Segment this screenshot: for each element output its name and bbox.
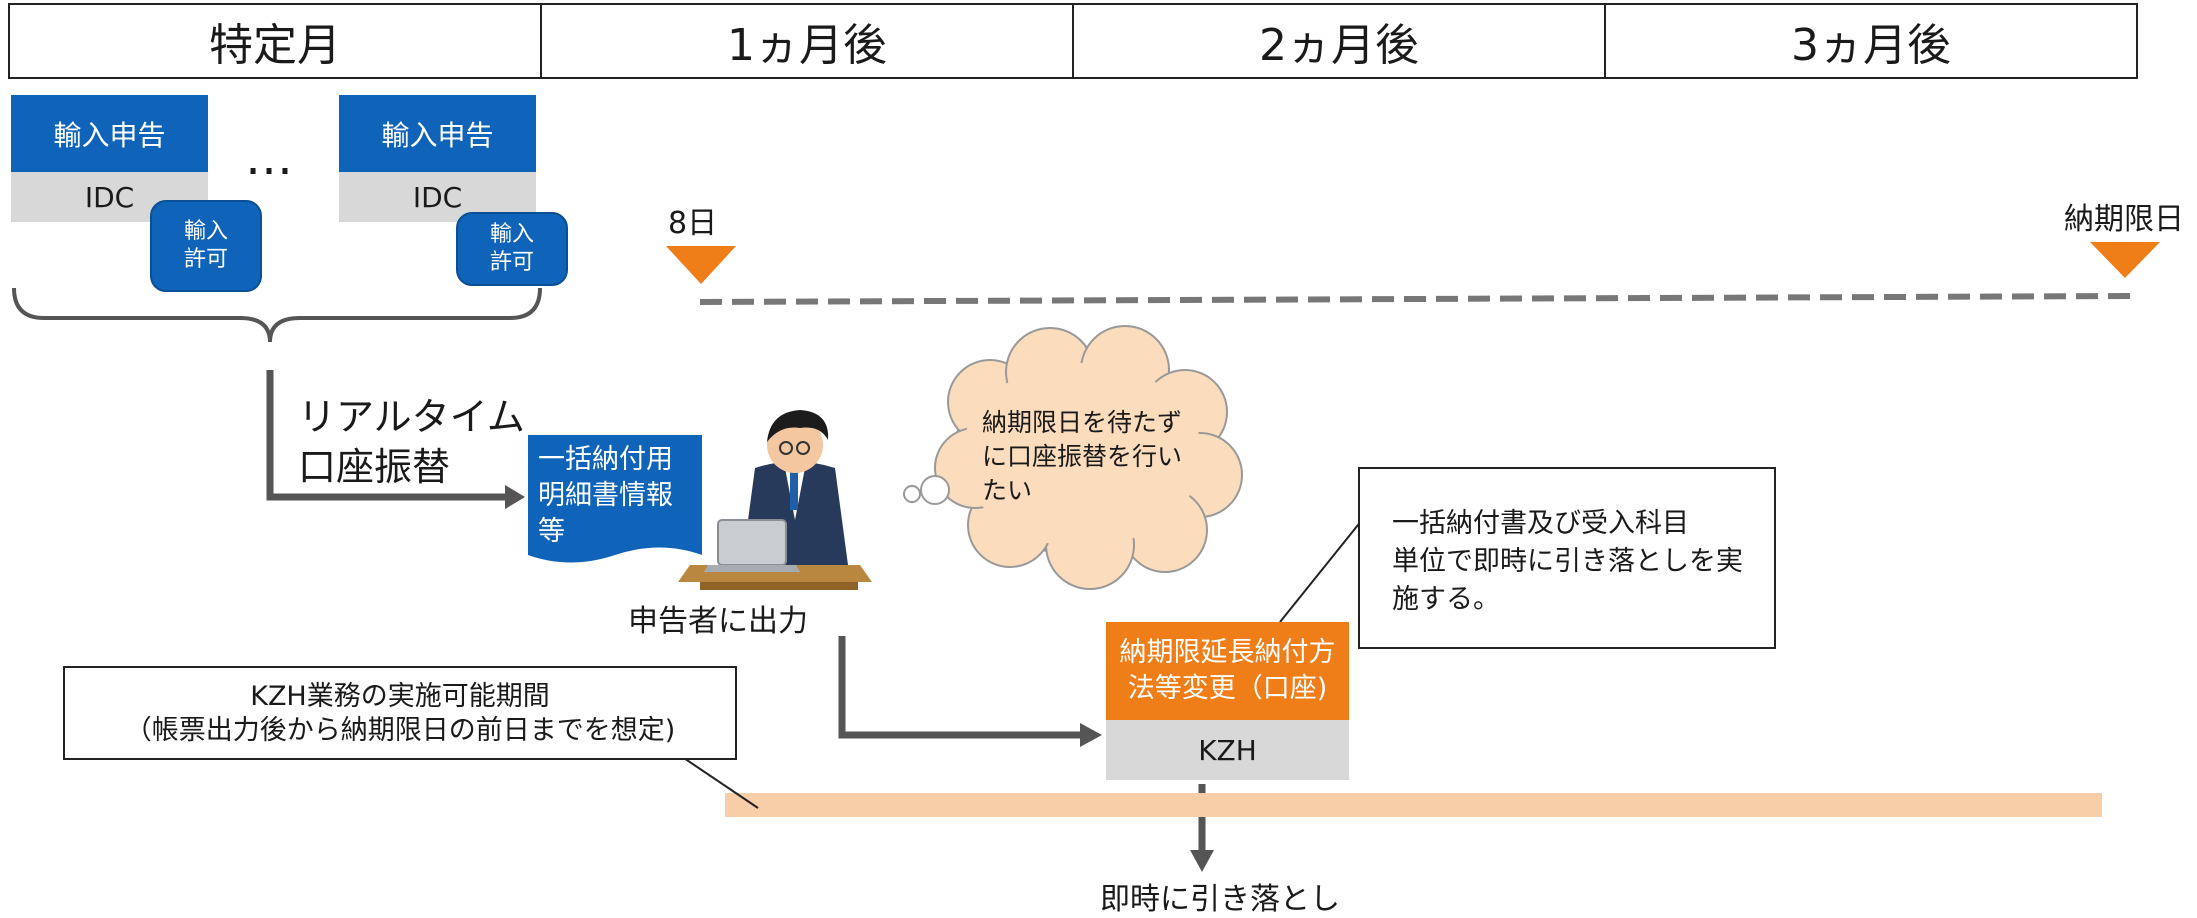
thought-cloud bbox=[903, 325, 1243, 590]
month-label-1: 1ヵ月後 bbox=[727, 20, 887, 71]
import-declaration-box-1: 輸入申告 bbox=[11, 95, 208, 172]
end-marker-triangle bbox=[2090, 242, 2160, 278]
thought-text: 納期限日を待たず に口座振替を行い たい bbox=[982, 408, 1183, 505]
realtime-label-line-2: 口座振替 bbox=[298, 445, 451, 489]
grouping-brace bbox=[12, 287, 542, 343]
statement-document-text: 一括納付用 明細書情報 等 bbox=[538, 444, 673, 547]
month-cell-3: 3ヵ月後 bbox=[1604, 3, 2138, 79]
month-cell-specified: 特定月 bbox=[8, 3, 542, 79]
month-cell-1: 1ヵ月後 bbox=[540, 3, 1074, 79]
left-callout-line-1: KZH業務の実施可能期間 bbox=[250, 681, 550, 712]
import-declaration-title-1: 輸入申告 bbox=[53, 118, 166, 152]
realtime-arrow-line bbox=[266, 370, 505, 501]
debit-arrowhead bbox=[1190, 850, 1214, 872]
left-callout-line-2: （帳票出力後から納期限日の前日までを想定) bbox=[124, 715, 676, 746]
output-arrow-line bbox=[838, 636, 1080, 739]
right-callout-pointer bbox=[1279, 519, 1363, 623]
kzh-procedure-box: 納期限延長納付方 法等変更（口座) bbox=[1106, 622, 1349, 720]
idc-label-2: IDC bbox=[412, 180, 463, 214]
right-callout-text: 一括納付書及び受入科目 単位で即時に引き落としを実 施する。 bbox=[1392, 508, 1743, 615]
implementation-period-bar bbox=[725, 793, 2102, 817]
kzh-system-label: KZH bbox=[1198, 733, 1257, 767]
statement-document-shape bbox=[528, 435, 702, 563]
timeline-end-label: 納期限日 bbox=[2064, 202, 2184, 237]
right-callout-box: 一括納付書及び受入科目 単位で即時に引き落としを実 施する。 bbox=[1358, 467, 1776, 649]
month-label-2: 2ヵ月後 bbox=[1259, 20, 1419, 71]
month-label-specified: 特定月 bbox=[209, 20, 341, 71]
realtime-transfer-label: リアルタイム 口座振替 bbox=[298, 392, 525, 492]
month-label-3: 3ヵ月後 bbox=[1791, 20, 1951, 71]
left-callout-box: KZH業務の実施可能期間 （帳票出力後から納期限日の前日までを想定) bbox=[63, 666, 737, 760]
kzh-system-box: KZH bbox=[1106, 720, 1349, 780]
output-arrowhead bbox=[1080, 723, 1102, 747]
declarant-output-label: 申告者に出力 bbox=[628, 604, 808, 639]
import-declaration-box-2: 輸入申告 bbox=[339, 95, 536, 172]
import-permit-bubble-1: 輸入 許可 bbox=[150, 200, 262, 292]
timeline-dashed-line bbox=[699, 293, 2131, 305]
import-permit-bubble-2: 輸入 許可 bbox=[456, 212, 568, 286]
import-declaration-title-2: 輸入申告 bbox=[381, 118, 494, 152]
immediate-debit-label: 即時に引き落とし bbox=[1100, 882, 1340, 917]
timeline-start-label: 8日 bbox=[668, 206, 718, 241]
realtime-arrowhead bbox=[505, 485, 525, 509]
start-marker-triangle bbox=[666, 246, 736, 284]
ellipsis: … bbox=[245, 130, 297, 186]
realtime-label-line-1: リアルタイム bbox=[298, 395, 525, 439]
month-cell-2: 2ヵ月後 bbox=[1072, 3, 1606, 79]
kzh-procedure-title: 納期限延長納付方 法等変更（口座) bbox=[1119, 637, 1336, 704]
idc-label-1: IDC bbox=[84, 180, 135, 214]
declarant-person-illustration bbox=[678, 410, 872, 590]
